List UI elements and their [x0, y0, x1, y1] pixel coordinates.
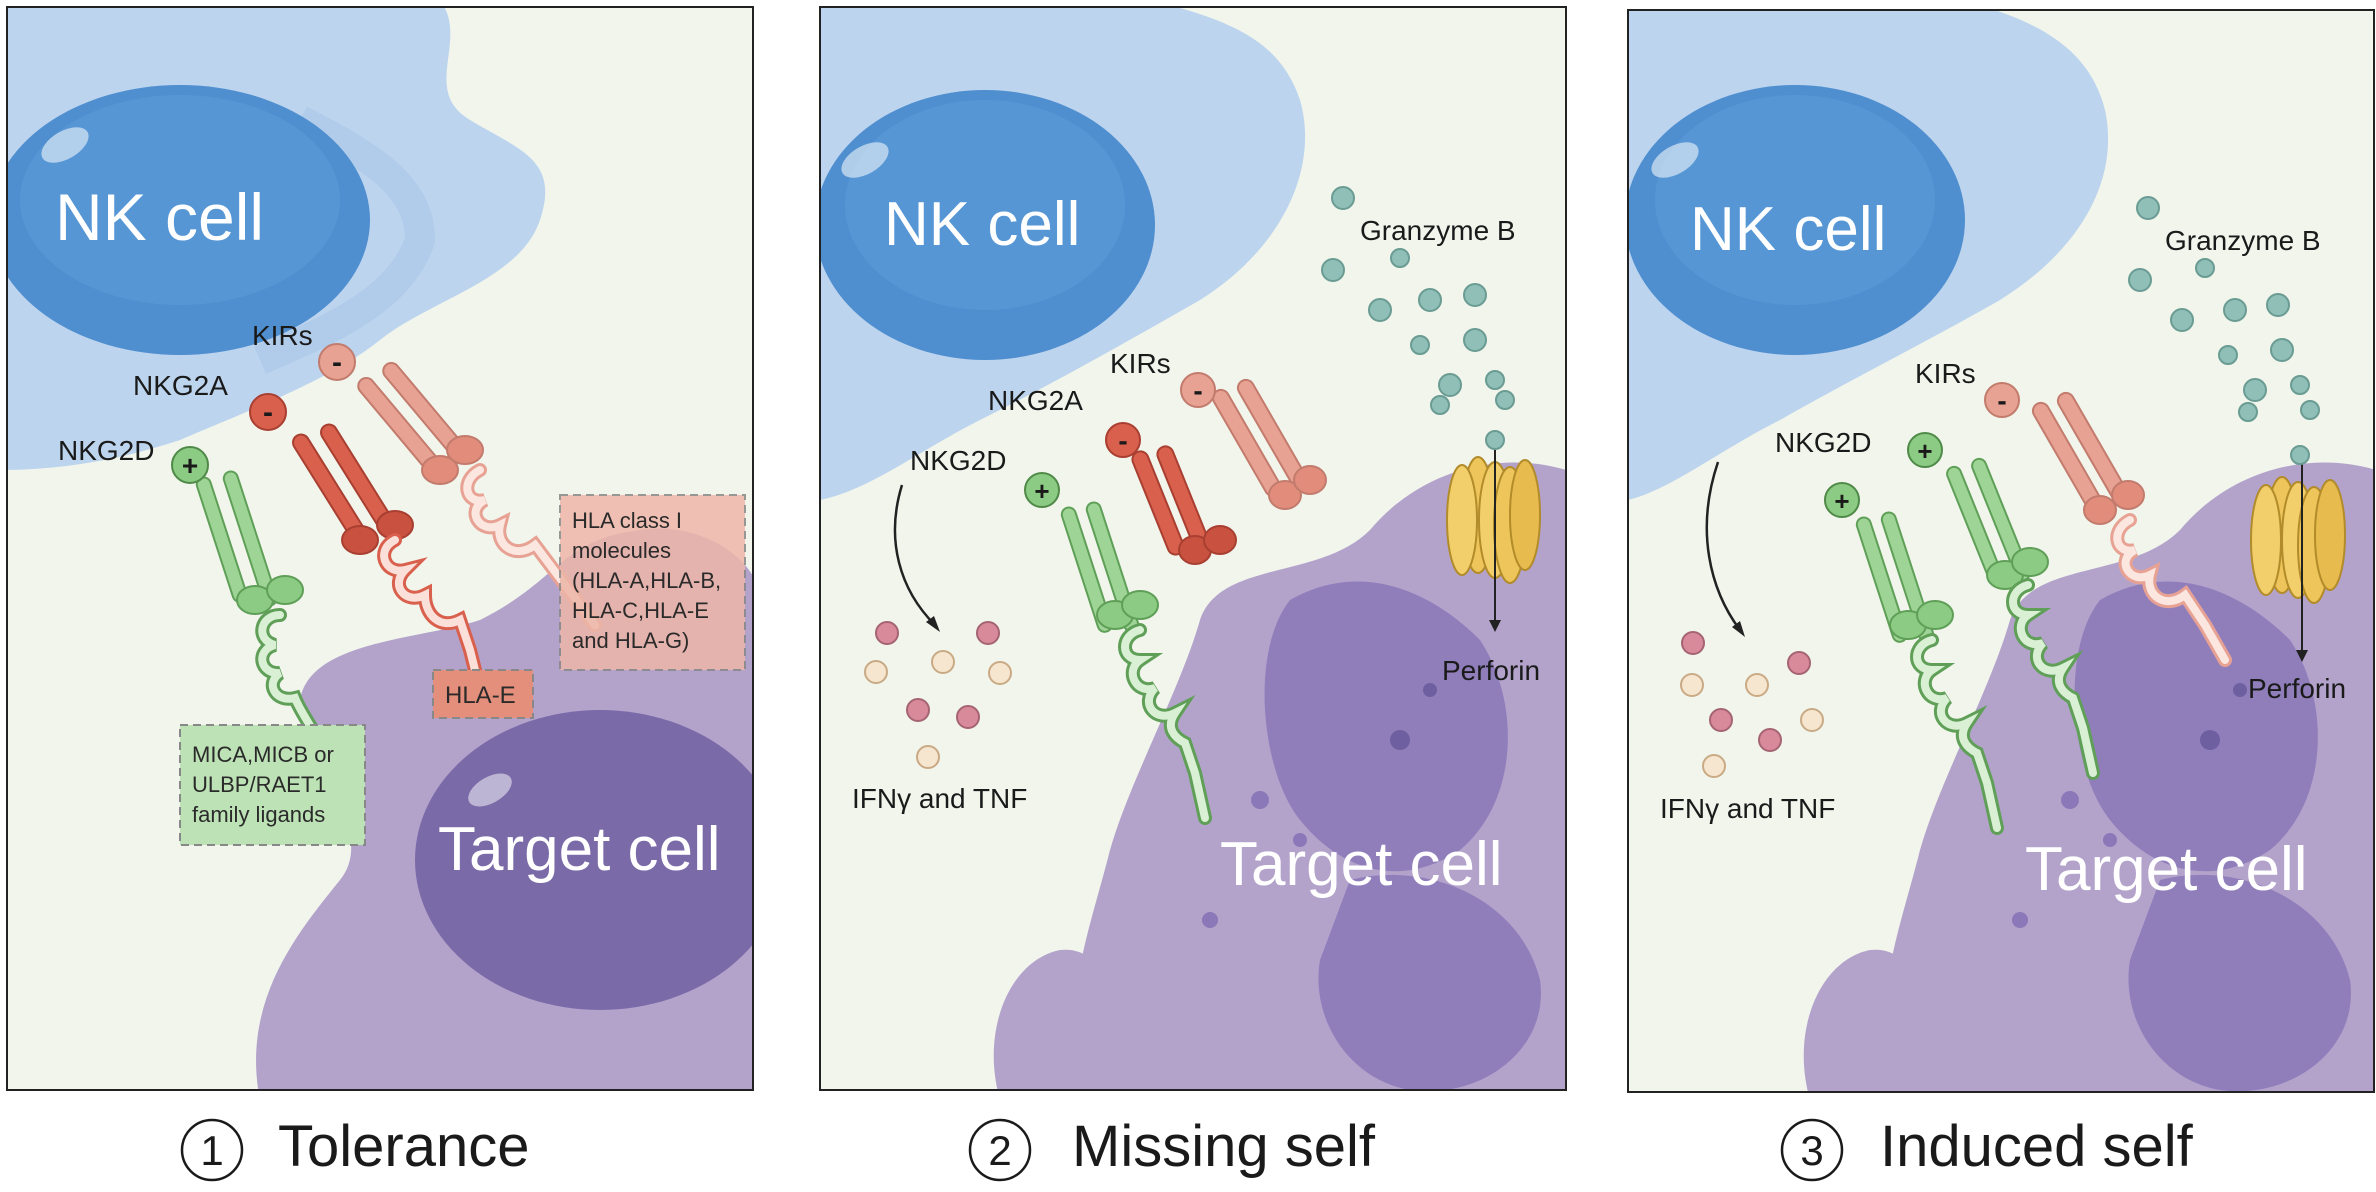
arrow-head-icon — [926, 616, 940, 632]
panel-induced-self: NK cell Target cell Perforin — [1628, 10, 2374, 1092]
granzyme-granules — [1321, 186, 1515, 450]
panel-border — [1627, 9, 2375, 1093]
nkg2a-receptor — [1131, 445, 1237, 565]
svg-text:-: - — [332, 346, 342, 379]
hla-class-line: (HLA-A,HLA-B, — [572, 568, 721, 593]
target-cell-label: Target cell — [1220, 830, 1503, 899]
caption-missing-self: 2 Missing self — [968, 1114, 1376, 1182]
kirs-receptor — [357, 361, 602, 632]
hla-class-line: and HLA-G) — [572, 628, 689, 653]
nkg2a-label: NKG2A — [988, 385, 1083, 416]
cytokine-label: IFNγ and TNF — [1660, 793, 1835, 824]
nk-cell-label: NK cell — [884, 190, 1080, 259]
inhibitory-sign-icon: - — [1984, 382, 2020, 418]
svg-text:-: - — [1118, 425, 1127, 456]
cytokine-label: IFNγ and TNF — [852, 783, 1027, 814]
inhibitory-sign-icon: - — [1105, 422, 1141, 458]
activating-sign-icon: + — [1907, 432, 1943, 468]
caption-number: 1 — [200, 1127, 223, 1174]
caption-text: Tolerance — [278, 1114, 529, 1179]
svg-text:-: - — [263, 396, 273, 429]
granzyme-granules — [2128, 196, 2320, 465]
svg-text:+: + — [182, 450, 198, 481]
kirs-label: KIRs — [252, 320, 313, 351]
svg-text:+: + — [1917, 436, 1932, 466]
nkg2d-receptor — [1060, 501, 1212, 825]
perforin-pore — [1446, 450, 1541, 632]
hla-e-label: HLA-E — [445, 682, 516, 709]
nkg2a-receptor — [292, 423, 487, 697]
svg-text:+: + — [1834, 486, 1849, 516]
perforin-label: Perforin — [1442, 655, 1540, 686]
kirs-receptor — [1211, 378, 1327, 510]
activating-sign-icon: + — [1024, 472, 1060, 508]
cytokine-release-arrow — [893, 484, 936, 626]
svg-text:+: + — [1034, 476, 1049, 506]
nk-cell-label: NK cell — [1690, 195, 1886, 264]
mica-line: ULBP/RAET1 — [192, 772, 327, 797]
svg-text:-: - — [1193, 375, 1202, 406]
panel-border — [819, 6, 1567, 1091]
caption-number: 3 — [1800, 1127, 1823, 1174]
nkg2d-label: NKG2D — [910, 445, 1006, 476]
caption-tolerance: 1 Tolerance — [180, 1114, 529, 1182]
inhibitory-sign-icon: - — [318, 343, 356, 381]
target-cell-label: Target cell — [438, 815, 721, 884]
nk-cell-label: NK cell — [55, 180, 264, 254]
cytokine-dots — [864, 621, 1012, 769]
panel-tolerance: NK cell Target cell — [7, 7, 753, 1090]
kirs-receptor — [2031, 391, 2232, 667]
cytokine-dots — [1680, 631, 1824, 778]
kirs-label: KIRs — [1915, 358, 1976, 389]
nkg2d-label: NKG2D — [1775, 427, 1871, 458]
hla-class-line: HLA class I — [572, 508, 682, 533]
activating-sign-icon: + — [1824, 482, 1860, 518]
mica-box: MICA,MICB or ULBP/RAET1 family ligands — [179, 724, 366, 846]
hla-e-box: HLA-E — [432, 669, 534, 719]
svg-text:-: - — [1997, 385, 2006, 416]
mica-line: family ligands — [192, 802, 325, 827]
caption-number: 2 — [988, 1127, 1011, 1174]
inhibitory-sign-icon: - — [249, 393, 287, 431]
target-cell-label: Target cell — [2025, 835, 2308, 904]
caption-text: Induced self — [1880, 1114, 2194, 1179]
granzyme-label: Granzyme B — [2165, 225, 2321, 256]
panel-border — [6, 6, 754, 1091]
mica-line: MICA,MICB or — [192, 742, 334, 767]
kirs-label: KIRs — [1110, 348, 1171, 379]
inhibitory-sign-icon: - — [1180, 372, 1216, 408]
nkg2d-label: NKG2D — [58, 435, 154, 466]
cytokine-release-arrow — [1705, 461, 1742, 631]
nkg2a-label: NKG2A — [133, 370, 228, 401]
hla-class-line: molecules — [572, 538, 671, 563]
nkg2d-receptor — [1855, 511, 2004, 835]
granzyme-label: Granzyme B — [1360, 215, 1516, 246]
perforin-label: Perforin — [2248, 673, 2346, 704]
arrow-head-icon — [1732, 621, 1745, 637]
caption-text: Missing self — [1072, 1114, 1376, 1179]
hla-class-box: HLA class I molecules (HLA-A,HLA-B, HLA-… — [559, 494, 746, 671]
hla-class-line: HLA-C,HLA-E — [572, 598, 709, 623]
nkg2d-receptor — [1946, 457, 2100, 780]
number-circle-icon — [180, 1118, 244, 1182]
perforin-pore — [2250, 462, 2346, 662]
number-circle-icon — [1780, 1118, 1844, 1182]
panel-missing-self: NK cell Target cell Perforin — [820, 7, 1566, 1090]
activating-sign-icon: + — [171, 446, 209, 484]
caption-induced-self: 3 Induced self — [1780, 1114, 2194, 1182]
number-circle-icon — [968, 1118, 1032, 1182]
